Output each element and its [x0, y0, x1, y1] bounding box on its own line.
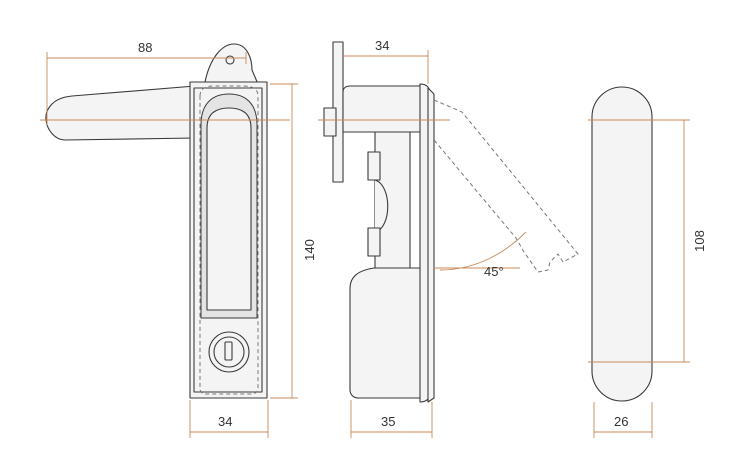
dim-angle-label: 45° [484, 264, 504, 279]
bolt-head [323, 107, 337, 137]
back-plate-outline [591, 86, 653, 402]
key-cylinder-inner [213, 336, 245, 368]
dim-88-label: 88 [138, 40, 152, 55]
dim-26-label: 26 [614, 414, 628, 429]
lever-arm [45, 85, 196, 141]
body-bevel [193, 87, 263, 393]
dim-140-label: 140 [302, 239, 317, 261]
front-dimensions: 88 140 34 [40, 40, 317, 438]
dim-34-base-label: 34 [218, 414, 232, 429]
tab-hole [225, 55, 235, 65]
front-hidden-outline [199, 85, 259, 395]
angle-arc [439, 231, 527, 271]
side-dimensions: 34 35 45° [318, 38, 527, 438]
back-dimensions: 108 26 [588, 119, 707, 438]
back-view [591, 86, 653, 402]
handle-grip [206, 107, 252, 311]
front-view [45, 43, 268, 399]
lever-hidden-45 [433, 99, 579, 273]
nut-lower [367, 227, 381, 257]
key-cylinder [208, 331, 250, 373]
keyhole [224, 341, 233, 361]
front-plate-outer [427, 87, 435, 403]
side-view [323, 41, 579, 403]
dim-35-label: 35 [381, 414, 395, 429]
lower-housing [349, 267, 429, 399]
nut-upper [367, 151, 381, 181]
dim-108-label: 108 [692, 230, 707, 252]
upper-body [342, 85, 426, 133]
dim-34-top-label: 34 [375, 38, 389, 53]
